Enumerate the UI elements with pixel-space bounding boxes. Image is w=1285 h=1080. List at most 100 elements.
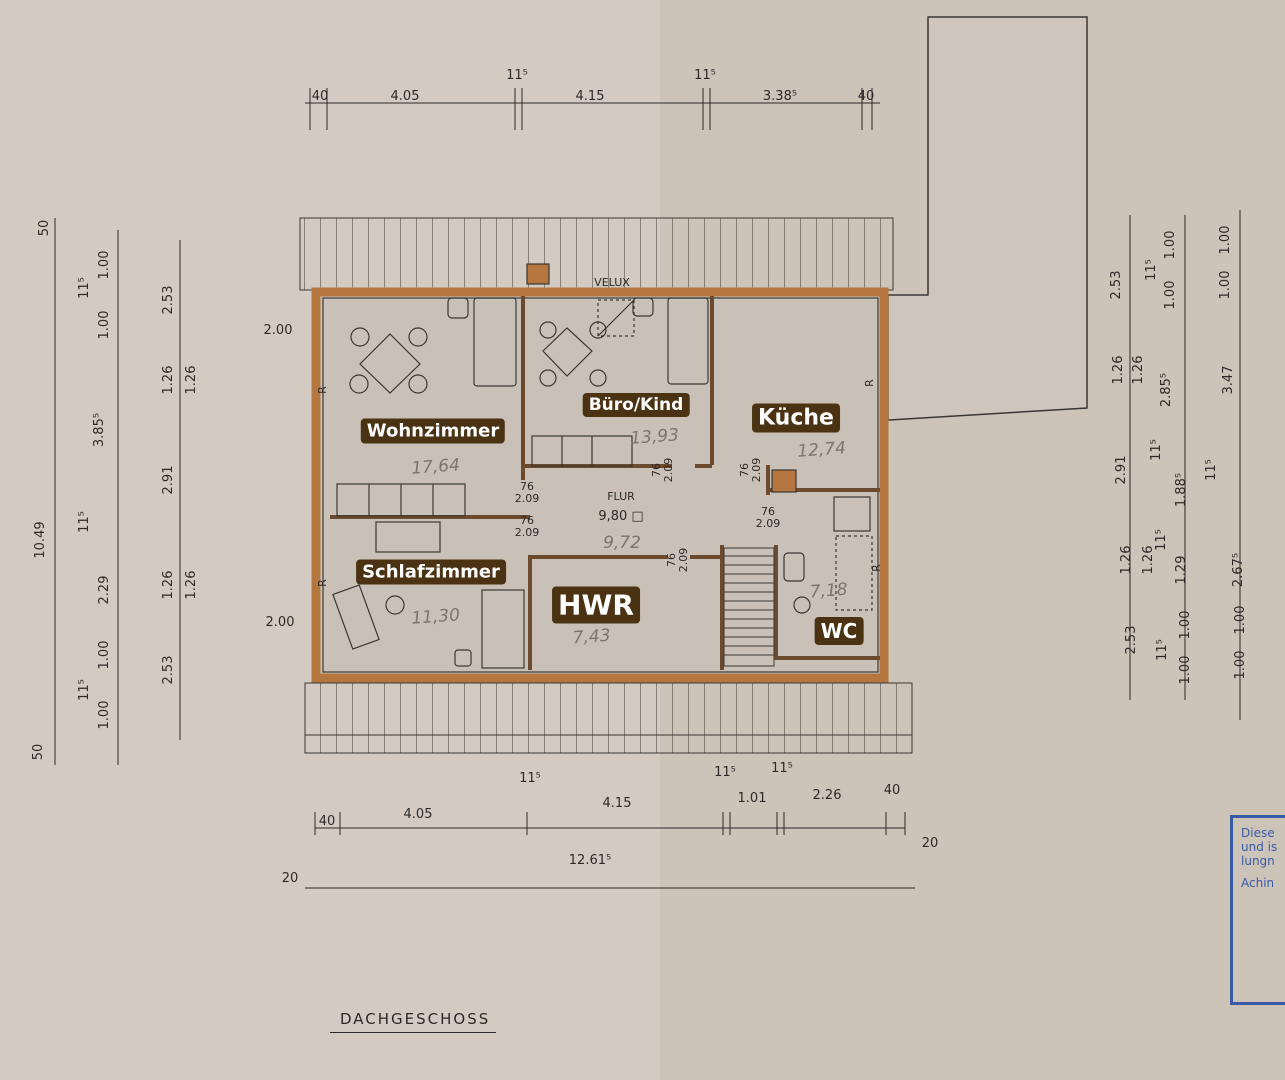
dimension-label-right: 1.26 xyxy=(1119,546,1134,575)
dimension-label-left: 11⁵ xyxy=(77,511,92,533)
window-mark: R xyxy=(316,579,329,587)
dimension-label-left: 2.53 xyxy=(161,286,176,315)
room-label-schlafzimmer: Schlafzimmer xyxy=(356,559,506,585)
dimension-label-right: 1.00 xyxy=(1233,606,1248,635)
dimension-label-bottom: 40 xyxy=(884,783,901,798)
dimension-label-right: 11⁵ xyxy=(1154,529,1169,551)
roof-bottom xyxy=(304,682,913,754)
dimension-label-left: 1.00 xyxy=(97,641,112,670)
door-height: 2.09 xyxy=(677,548,690,573)
dimension-label-bottom: 40 xyxy=(319,814,336,829)
dimension-label-bottom: 20 xyxy=(922,836,939,851)
dimension-label-left: 50 xyxy=(31,744,46,761)
dimension-label-left: 1.26 xyxy=(161,571,176,600)
dimension-label-left: 2.29 xyxy=(97,576,112,605)
dimension-label-right: 2.67⁵ xyxy=(1231,553,1246,587)
dimension-label-right: 11⁵ xyxy=(1144,259,1159,281)
room-label-buero-kind: Büro/Kind xyxy=(582,393,690,417)
dimension-label-right: 3.47 xyxy=(1221,366,1236,395)
dimension-label-left: 1.00 xyxy=(97,701,112,730)
room-area: 13,93 xyxy=(630,425,680,448)
dimension-label-left: 11⁵ xyxy=(77,679,92,701)
dimension-label-right: 1.00 xyxy=(1178,611,1193,640)
dimension-label-left: 11⁵ xyxy=(77,277,92,299)
room-label-wc: WC xyxy=(814,617,864,645)
dimension-label-right: 1.26 xyxy=(1141,546,1156,575)
dimension-label-bottom: 20 xyxy=(282,871,299,886)
dimension-label-bottom: 2.26 xyxy=(813,788,842,803)
door-width: 76 xyxy=(761,505,775,518)
dimension-label-bottom: 4.15 xyxy=(603,796,632,811)
dimension-label-right: 2.91 xyxy=(1114,456,1129,485)
dimension-label-left: 1.26 xyxy=(184,571,199,600)
dimension-label-right: 1.00 xyxy=(1163,281,1178,310)
dimension-label-left: 1.00 xyxy=(97,311,112,340)
dimension-label-right: 11⁵ xyxy=(1149,439,1164,461)
dimension-label-right: 11⁵ xyxy=(1204,459,1219,481)
stamp-line: lungn xyxy=(1241,854,1275,868)
stamp-line: Diese xyxy=(1241,826,1275,840)
plan-title: DACHGESCHOSS xyxy=(330,1010,497,1033)
dimension-label-top: 11⁵ xyxy=(506,68,528,83)
dimension-label-left: 2.53 xyxy=(161,656,176,685)
door-height: 2.09 xyxy=(515,492,540,505)
door-height: 2.09 xyxy=(662,458,675,483)
dimension-label-right: 1.00 xyxy=(1218,226,1233,255)
hallway-label: FLUR xyxy=(607,490,635,503)
dimension-label-left: 2.00 xyxy=(266,615,295,630)
window-mark: R xyxy=(316,386,329,394)
dimension-label-top: 40 xyxy=(858,89,875,104)
door-height: 2.09 xyxy=(756,517,781,530)
furniture xyxy=(332,263,873,669)
room-area: 11,30 xyxy=(411,605,461,628)
dimension-label-left: 1.00 xyxy=(97,251,112,280)
door-height: 2.09 xyxy=(515,526,540,539)
dimension-label-bottom: 1.01 xyxy=(738,791,767,806)
dimension-label-bottom: 11⁵ xyxy=(519,771,541,786)
dimension-label-left: 1.26 xyxy=(161,366,176,395)
window-mark: R xyxy=(863,379,876,387)
room-label-wohnzimmer: Wohnzimmer xyxy=(360,418,506,444)
skylight-label: VELUX xyxy=(594,276,630,289)
dimension-label-top: 11⁵ xyxy=(694,68,716,83)
dimension-label-bottom: 11⁵ xyxy=(714,765,736,780)
hallway-area: 9,72 xyxy=(603,533,641,553)
dimension-label-left: 1.26 xyxy=(184,366,199,395)
dimension-label-top: 3.38⁵ xyxy=(763,89,797,104)
dimension-label-left: 50 xyxy=(37,220,52,237)
dimension-label-bottom: 12.61⁵ xyxy=(569,853,611,868)
dimension-label-right: 1.00 xyxy=(1163,231,1178,260)
dimension-label-right: 1.88⁵ xyxy=(1174,473,1189,507)
stamp-line: und is xyxy=(1241,840,1278,854)
dimension-label-right: 2.85⁵ xyxy=(1159,373,1174,407)
room-area: 7,18 xyxy=(809,580,848,603)
room-area: 17,64 xyxy=(411,455,461,478)
room-area: 7,43 xyxy=(572,626,611,649)
door-width: 76 xyxy=(520,480,534,493)
dimension-label-right: 1.00 xyxy=(1218,271,1233,300)
door-width: 76 xyxy=(738,463,751,477)
dimension-label-bottom: 11⁵ xyxy=(771,761,793,776)
dimension-label-left: 3.85⁵ xyxy=(92,413,107,447)
dimension-label-left: 2.00 xyxy=(264,323,293,338)
dimension-label-right: 1.00 xyxy=(1178,656,1193,685)
stamp-line: Achin xyxy=(1241,876,1275,890)
door-width: 76 xyxy=(520,514,534,527)
door-width: 76 xyxy=(650,463,663,477)
dimension-label-left: 2.91 xyxy=(161,466,176,495)
room-label-kueche: Küche xyxy=(752,403,840,433)
dimension-label-top: 4.05 xyxy=(391,89,420,104)
room-area: 12,74 xyxy=(797,438,847,461)
door-width: 76 xyxy=(665,553,678,567)
door-height: 2.09 xyxy=(750,458,763,483)
dimension-label-right: 1.26 xyxy=(1111,356,1126,385)
room-label-hwr: HWR xyxy=(552,586,640,624)
dimension-label-top: 40 xyxy=(312,89,329,104)
hallway-printed-area: 9,80 □ xyxy=(598,509,643,524)
dimension-label-right: 2.53 xyxy=(1124,626,1139,655)
dimension-label-left: 10.49 xyxy=(33,521,48,558)
dimension-label-right: 2.53 xyxy=(1109,271,1124,300)
dimension-label-right: 11⁵ xyxy=(1155,639,1170,661)
dimension-label-right: 1.26 xyxy=(1131,356,1146,385)
